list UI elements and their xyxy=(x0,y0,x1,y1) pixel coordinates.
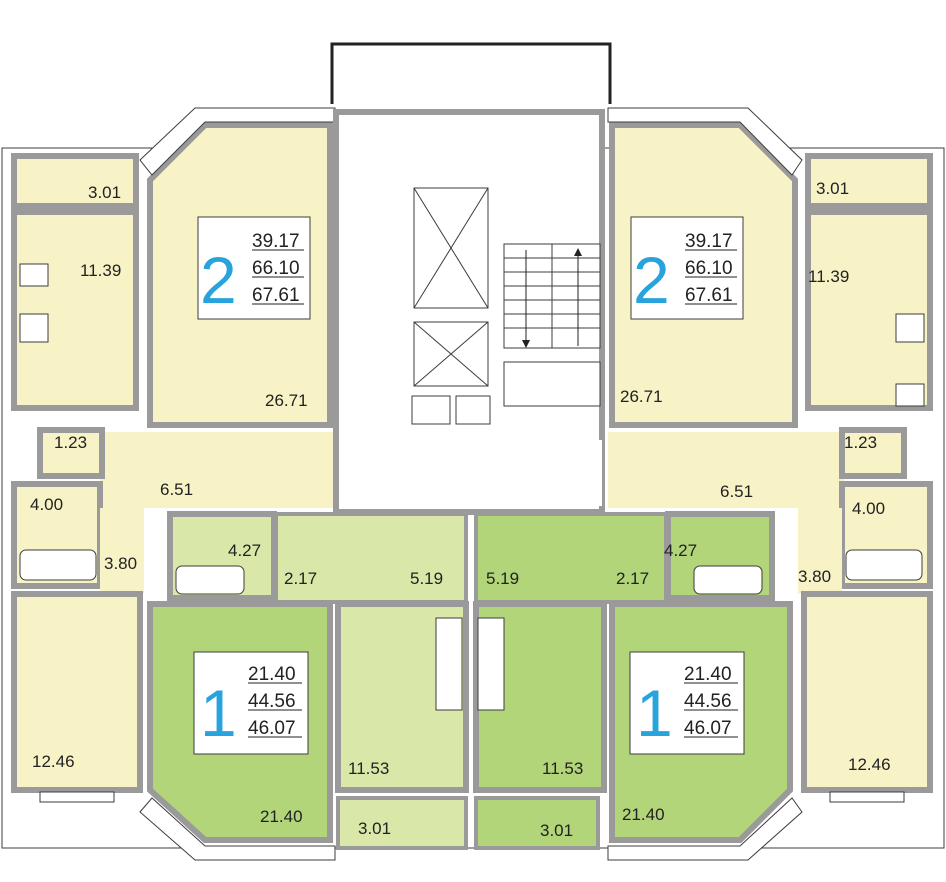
entrance-canopy xyxy=(330,42,612,104)
area-label: 12.46 xyxy=(32,752,75,771)
card-left-one-room: 1 21.40 44.56 46.07 xyxy=(193,651,309,755)
living-area: 21.40 xyxy=(684,664,732,685)
total-area-balcony: 46.07 xyxy=(248,718,296,739)
total-area-balcony: 67.61 xyxy=(252,285,300,306)
area-label: 3.01 xyxy=(540,821,573,840)
left-stove xyxy=(19,313,49,343)
card-right-two-room: 2 39.17 66.10 67.61 xyxy=(630,216,744,320)
right1-hall xyxy=(474,512,668,604)
area-label: 1.23 xyxy=(54,433,87,452)
right1-balcony xyxy=(474,796,600,850)
right-top-balcony xyxy=(805,153,933,209)
area-label: 3.80 xyxy=(798,567,831,586)
area-label: 3.01 xyxy=(816,179,849,198)
elevator-large-cross-b xyxy=(413,187,489,309)
right1-counter xyxy=(477,617,505,711)
left-top-balcony xyxy=(11,153,139,209)
area-label: 1.23 xyxy=(844,433,877,452)
shaft-left xyxy=(411,395,451,425)
left1-balcony xyxy=(336,796,468,850)
stair-flight xyxy=(503,243,601,349)
area-label: 4.00 xyxy=(852,499,885,518)
area-label: 26.71 xyxy=(265,391,308,410)
left-corridor xyxy=(100,508,144,594)
area-label: 5.19 xyxy=(410,569,443,588)
left-wc xyxy=(37,427,105,479)
right-sink xyxy=(895,383,925,407)
area-label: 3.01 xyxy=(88,183,121,202)
right-stove xyxy=(895,313,925,343)
left1-bay-window xyxy=(139,797,336,861)
rooms-count: 2 xyxy=(200,243,237,317)
area-label: 2.17 xyxy=(284,569,317,588)
area-label: 21.40 xyxy=(622,805,665,824)
area-label: 5.19 xyxy=(486,569,519,588)
card-left-two-room: 2 39.17 66.10 67.61 xyxy=(197,216,311,320)
area-label: 12.46 xyxy=(848,755,891,774)
total-area: 66.10 xyxy=(685,258,733,279)
area-label: 26.71 xyxy=(620,387,663,406)
right-corridor xyxy=(798,508,842,594)
elevator-small-cross-b xyxy=(413,321,489,387)
area-label: 2.17 xyxy=(616,569,649,588)
area-label: 11.53 xyxy=(542,759,583,778)
living-area: 39.17 xyxy=(252,231,300,252)
total-area-balcony: 46.07 xyxy=(684,718,732,739)
rooms-count: 2 xyxy=(633,243,670,317)
living-area: 21.40 xyxy=(248,664,296,685)
area-label: 11.53 xyxy=(348,759,389,778)
total-area: 66.10 xyxy=(252,258,300,279)
total-area: 44.56 xyxy=(248,691,296,712)
left-bedroom xyxy=(11,591,143,793)
right1-bathtub xyxy=(693,565,763,595)
area-label: 11.39 xyxy=(808,267,849,286)
stair-elevator-core xyxy=(330,42,612,515)
right-hall xyxy=(608,432,844,508)
area-label: 4.00 xyxy=(30,495,63,514)
shaft-right xyxy=(455,395,491,425)
room-area-labels: 3.01 11.39 26.71 1.23 6.51 4.00 3.80 12.… xyxy=(30,179,891,840)
left-sink xyxy=(19,263,49,287)
landing xyxy=(503,361,601,407)
right-bay-window xyxy=(607,107,803,176)
area-label: 21.40 xyxy=(260,807,303,826)
left-kitchen xyxy=(11,209,139,411)
left-bedroom-window xyxy=(39,791,115,803)
right1-bay-window xyxy=(607,797,803,861)
left1-bathtub xyxy=(175,565,245,595)
right-kitchen xyxy=(805,209,933,411)
living-area: 39.17 xyxy=(685,231,733,252)
area-label: 4.27 xyxy=(664,541,697,560)
area-label: 6.51 xyxy=(720,482,753,501)
total-area-balcony: 67.61 xyxy=(685,285,733,306)
left-hall xyxy=(100,432,336,508)
area-label: 6.51 xyxy=(160,480,193,499)
right-bathtub xyxy=(845,549,923,581)
area-label: 3.01 xyxy=(358,819,391,838)
rooms-count: 1 xyxy=(200,676,237,750)
right-bedroom-window xyxy=(829,791,905,803)
left1-counter xyxy=(435,617,463,711)
rooms-count: 1 xyxy=(636,676,673,750)
area-label: 11.39 xyxy=(80,261,121,280)
right-bedroom xyxy=(801,591,933,793)
right-wc xyxy=(839,427,907,479)
total-area: 44.56 xyxy=(684,691,732,712)
left1-hall xyxy=(274,512,468,604)
area-label: 3.80 xyxy=(104,554,137,573)
area-label: 4.27 xyxy=(228,541,261,560)
left-bathtub xyxy=(19,549,97,581)
lobby xyxy=(340,440,602,506)
card-right-one-room: 1 21.40 44.56 46.07 xyxy=(629,651,745,755)
